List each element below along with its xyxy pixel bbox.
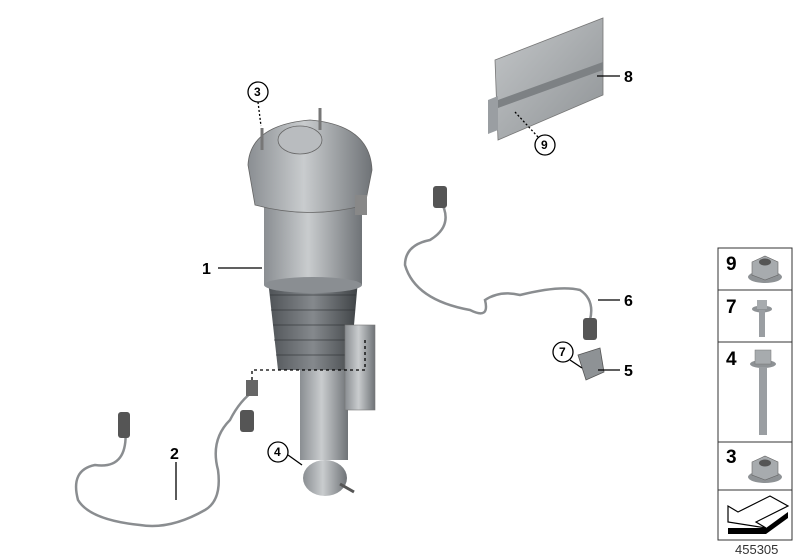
callout-9: 9 <box>541 138 548 152</box>
callout-5: 5 <box>624 363 633 380</box>
callouts: 1 2 3 4 5 6 7 8 9 <box>170 69 633 500</box>
flange-nut-icon <box>748 255 782 283</box>
reference-number: 455305 <box>735 542 778 557</box>
control-module <box>488 17 604 141</box>
panel-label-7: 7 <box>726 297 737 318</box>
parts-panel: 9 7 4 3 <box>717 247 793 541</box>
callout-1: 1 <box>202 261 211 278</box>
callout-6: 6 <box>624 293 633 310</box>
callout-4: 4 <box>274 445 281 459</box>
callout-7: 7 <box>559 345 566 359</box>
callout-2: 2 <box>170 446 179 463</box>
torx-bolt-icon <box>752 300 772 337</box>
panel-label-4: 4 <box>726 349 737 370</box>
flange-nut-icon <box>748 455 782 483</box>
callout-3: 3 <box>254 85 261 99</box>
ride-height-sensor-wire-left <box>74 340 366 528</box>
panel-label-9: 9 <box>726 254 737 275</box>
callout-8: 8 <box>624 69 633 86</box>
hex-bolt-icon <box>750 349 776 435</box>
ride-height-sensor-wire-right <box>403 186 605 381</box>
air-strut <box>247 108 376 496</box>
direction-arrow-icon <box>727 495 790 534</box>
panel-label-3: 3 <box>726 447 737 468</box>
